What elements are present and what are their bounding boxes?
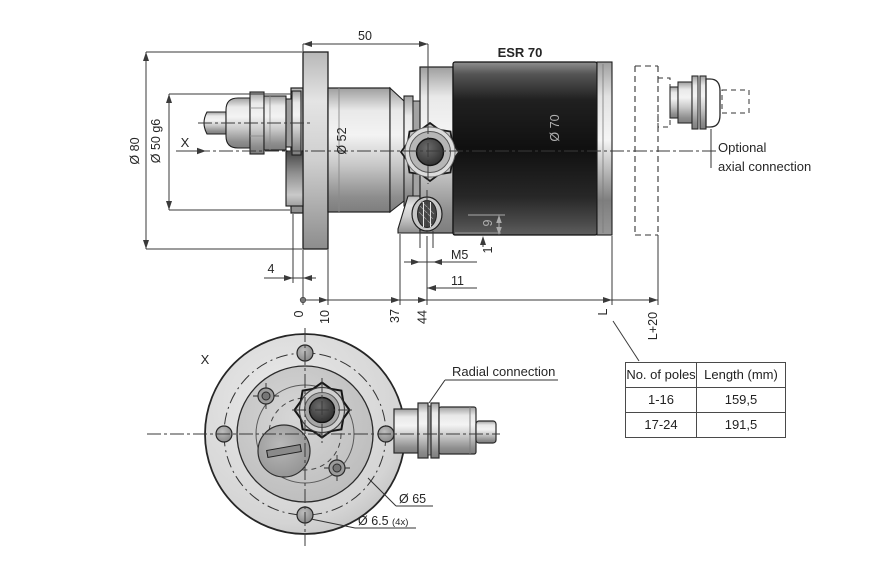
axial-note-line2: axial connection (718, 159, 811, 174)
header-no-of-poles: No. of poles (625, 362, 697, 388)
table-row: 17-24 191,5 (625, 412, 786, 438)
axial-note-line1: Optional (718, 140, 767, 155)
axial-connector-ring1 (691, 75, 699, 130)
dim-4: 4 (268, 262, 275, 276)
radial-connector-front (393, 402, 497, 459)
chain-44: 44 (416, 310, 430, 324)
centerlines (147, 120, 716, 546)
dimension-arrows (143, 41, 658, 303)
cell-poles: 1-16 (625, 387, 697, 413)
radial-connection-label: Radial connection (452, 364, 555, 379)
side-view (203, 51, 613, 250)
front-cylinder-dia52 (327, 87, 391, 213)
stator-body (452, 61, 598, 236)
axial-connector-neck (669, 86, 679, 119)
cell-length: 191,5 (696, 412, 786, 438)
plug-slot (266, 444, 302, 458)
dim-hole-count: (4x) (392, 517, 408, 528)
screw-bottom-right (324, 455, 350, 481)
cell-poles: 17-24 (625, 412, 697, 438)
axial-connector (657, 75, 750, 168)
length-spec-table: No. of poles Length (mm) 1-16 159,5 17-2… (625, 362, 786, 438)
front-connector-barrel (438, 406, 477, 455)
dim-dia65: Ø 65 (399, 492, 426, 506)
axial-connector-hidden-step (657, 77, 671, 128)
table-header-row: No. of poles Length (mm) (625, 362, 786, 388)
front-connector-cable (475, 420, 497, 444)
dim-dia80: Ø 80 (128, 137, 142, 164)
dim-11: 11 (451, 274, 464, 288)
dim-dia6-5: Ø 6.5 (358, 514, 389, 528)
front-view-leaders (310, 379, 558, 529)
shaft-spigot (285, 150, 304, 207)
axial-connector-dome (705, 78, 721, 128)
view-arrow-x: X (181, 135, 190, 150)
dim-dia70: Ø 70 (548, 114, 562, 141)
gland-core (415, 137, 445, 167)
dim-m5: M5 (451, 248, 468, 262)
axial-connector-body (677, 81, 693, 124)
header-length-mm: Length (mm) (696, 362, 786, 388)
dim-1: 1 (481, 246, 495, 253)
datum-origin-marker (299, 296, 307, 304)
screw-top-left (253, 383, 279, 409)
dim-50: 50 (358, 29, 372, 43)
chain-L: L (596, 308, 610, 315)
chain-37: 37 (388, 309, 402, 323)
radial-gland (399, 121, 461, 183)
chain-0: 0 (292, 310, 306, 317)
cell-length: 159,5 (696, 387, 786, 413)
table-row: 1-16 159,5 (625, 387, 786, 413)
front-view-label-x: X (201, 352, 210, 367)
dimensions (145, 43, 659, 362)
front-connector-ring1 (417, 402, 429, 459)
end-cap (596, 61, 613, 236)
chain-10: 10 (318, 310, 332, 324)
axial-connector-ring2 (699, 75, 707, 130)
dim-dia50g6: Ø 50 g6 (149, 119, 163, 164)
front-connector-ring2 (430, 402, 440, 459)
axial-cable-hidden (721, 89, 750, 114)
chain-L20: L+20 (646, 312, 660, 340)
dim-9: 9 (481, 219, 495, 226)
dim-dia52: Ø 52 (335, 127, 349, 154)
model-label: ESR 70 (498, 45, 543, 60)
front-connector-shoulder (393, 408, 419, 454)
sealing-plug (257, 424, 311, 478)
